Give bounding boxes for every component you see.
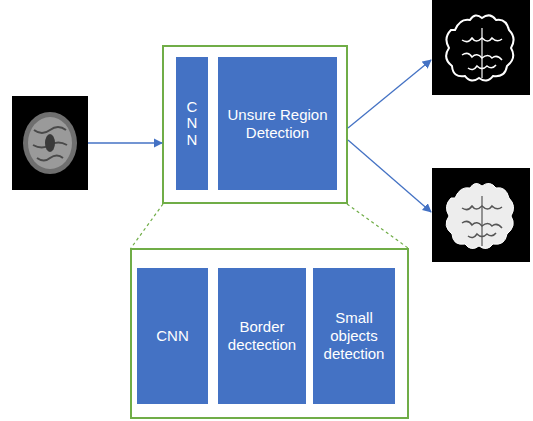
- flow-arrow: [88, 142, 162, 143]
- flow-arrow: [348, 60, 431, 128]
- box-label: Small objects detection: [317, 309, 391, 363]
- detail-outline: [131, 249, 408, 418]
- process-box: Unsure Region Detection: [218, 57, 337, 190]
- zoom-line: [131, 204, 163, 248]
- box-label: Border dectection: [222, 318, 302, 354]
- box-label: C N N: [185, 99, 200, 149]
- group-outline: [163, 46, 347, 203]
- process-box: CNN: [137, 268, 208, 404]
- process-box: C N N: [176, 57, 208, 190]
- process-box: Border dectection: [218, 268, 306, 404]
- output-border-image: [432, 0, 530, 95]
- box-label: CNN: [156, 327, 189, 345]
- input-mri-image: [12, 96, 88, 190]
- process-box: Small objects detection: [313, 268, 395, 404]
- box-label: Unsure Region Detection: [222, 106, 333, 142]
- flow-arrow: [348, 140, 431, 212]
- output-region-image: [432, 168, 530, 262]
- zoom-line: [347, 204, 408, 248]
